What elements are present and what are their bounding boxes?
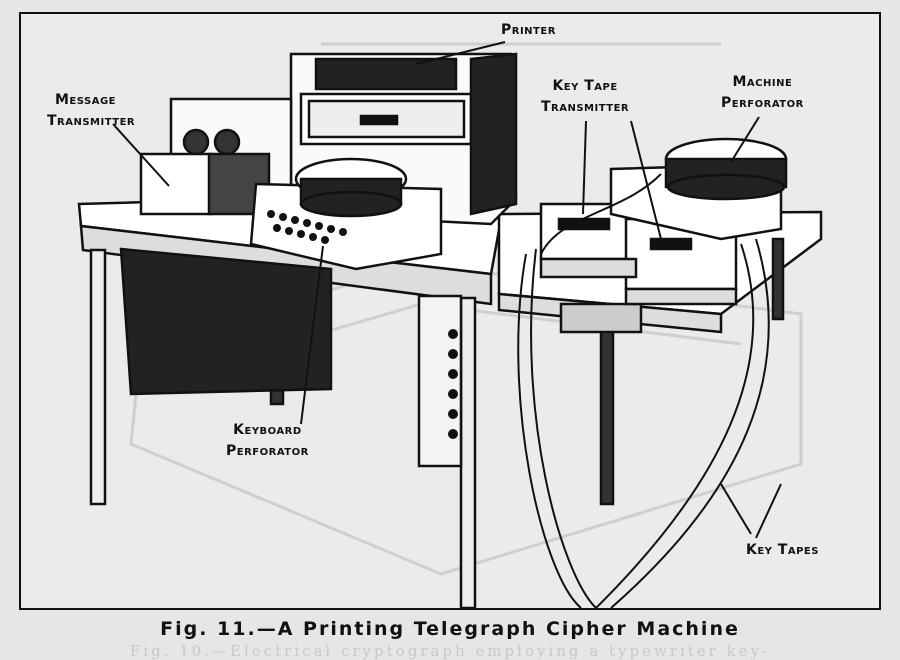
label-keyboard-perforator: Keyboard Perforator [226,422,309,459]
figure-caption: Fig. 11.—A Printing Telegraph Cipher Mac… [160,618,740,640]
bleed-through-caption: Fig. 10.—Electrical cryptograph employin… [129,642,771,660]
machine-perforator-unit [609,137,788,241]
keyboard-perforator-unit [249,157,443,271]
label-key-tapes: Key Tapes [746,542,819,558]
keyboard-keys [267,210,347,244]
label-message-transmitter: Message Transmitter [47,92,136,129]
key-tape-loops [517,173,770,608]
label-key-tape-transmitter: Key Tape Transmitter [541,78,630,115]
label-machine-perforator: Machine Perforator [721,74,804,111]
callout-leaders [112,41,782,539]
figure-frame: Printer Message Transmitter Key Tape Tra… [19,12,881,610]
label-printer: Printer [501,22,556,38]
control-knobs [448,329,458,439]
cipher-machine-illustration [77,41,823,608]
